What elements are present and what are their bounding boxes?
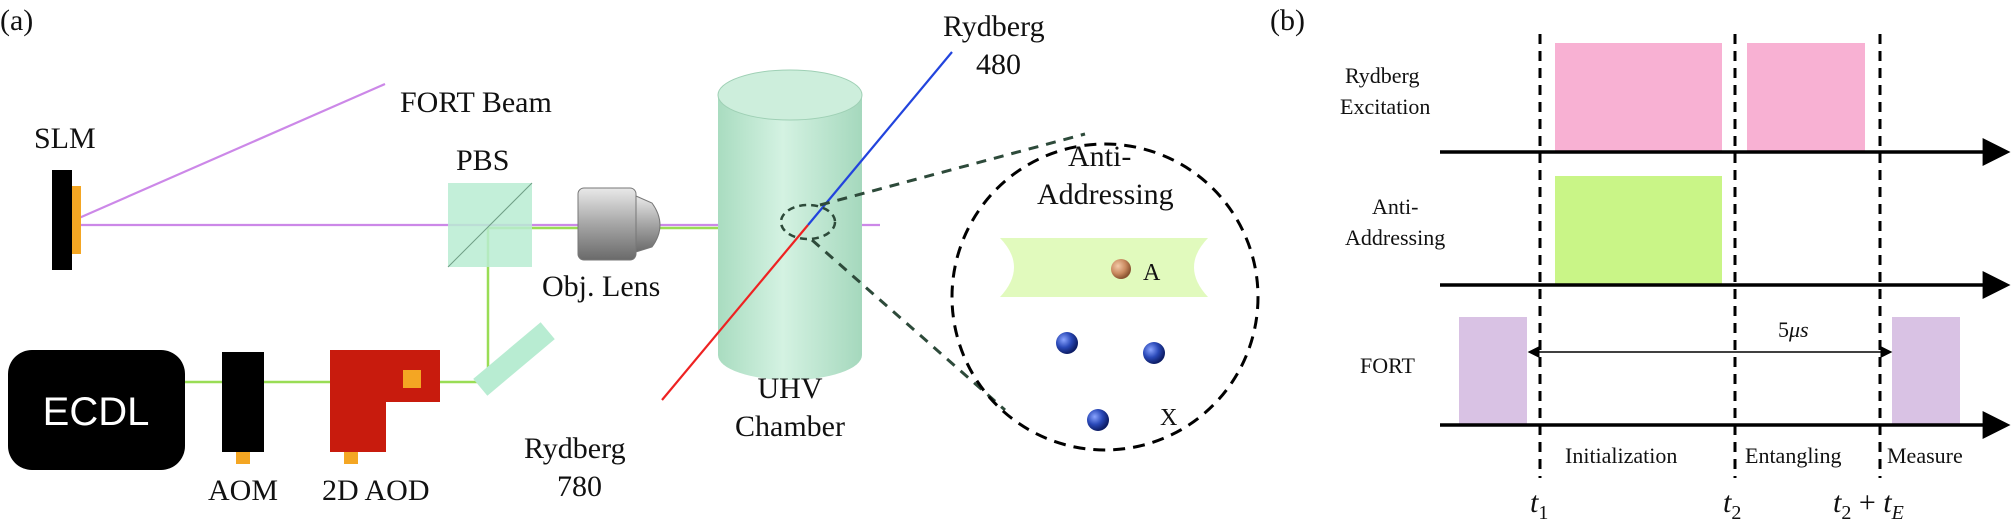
zoom-circle bbox=[950, 142, 1260, 452]
atom-x bbox=[1087, 409, 1109, 431]
row-anti-label-line1: Anti- bbox=[1372, 194, 1418, 219]
time-label-t2-plus-te: t2 + tE bbox=[1833, 486, 1904, 524]
slm-face bbox=[72, 186, 81, 254]
row-rydberg-label-line2: Excitation bbox=[1340, 94, 1430, 119]
obj-lens-label: Obj. Lens bbox=[542, 270, 660, 303]
aod-label: 2D AOD bbox=[322, 474, 430, 507]
pbs-diagonal bbox=[447, 182, 533, 268]
row-rydberg-label-line1: Rydberg bbox=[1345, 63, 1420, 88]
fort-beam-label: FORT Beam bbox=[400, 86, 552, 119]
atom-a bbox=[1111, 259, 1131, 279]
phase-entangling: Entangling bbox=[1745, 443, 1842, 468]
rydberg-480-beam bbox=[807, 51, 953, 226]
anti-addressing-label-line2: Addressing bbox=[1037, 178, 1174, 211]
rydberg-pulse-1 bbox=[1555, 43, 1722, 151]
objective-lens bbox=[577, 187, 661, 261]
uhv-label-line2: Chamber bbox=[735, 410, 845, 443]
time-label-t2: t2 bbox=[1723, 486, 1741, 524]
uhv-chamber bbox=[717, 69, 863, 380]
duration-label: 5μs bbox=[1778, 317, 1809, 342]
aom-label: AOM bbox=[208, 474, 278, 507]
atom-blue-1 bbox=[1056, 332, 1078, 354]
rydberg-780-label-line1: Rydberg bbox=[524, 432, 626, 465]
time-label-t1: t1 bbox=[1530, 486, 1548, 524]
zoom-line-lower bbox=[811, 238, 1006, 412]
aod-transducer-top bbox=[403, 370, 421, 388]
uhv-label-line1: UHV bbox=[758, 372, 823, 405]
phase-measure: Measure bbox=[1887, 443, 1963, 468]
aom-device bbox=[222, 352, 264, 452]
rydberg-480-label-line1: Rydberg bbox=[943, 10, 1045, 43]
aod-transducer-bottom bbox=[344, 452, 358, 464]
aod-device bbox=[330, 350, 440, 452]
pbs-label: PBS bbox=[456, 144, 509, 177]
anti-addressing-beam bbox=[1000, 238, 1208, 297]
ecdl-box bbox=[8, 350, 185, 470]
panel-a-label: (a) bbox=[0, 4, 33, 37]
phase-initialization: Initialization bbox=[1565, 443, 1677, 468]
fort-beam-diagonal bbox=[62, 82, 386, 227]
anti-addressing-pulse bbox=[1555, 176, 1722, 284]
rydberg-780-label-line2: 780 bbox=[557, 470, 602, 503]
fort-pulse-2 bbox=[1892, 317, 1960, 424]
mirror bbox=[473, 322, 555, 396]
slm-device bbox=[52, 170, 72, 270]
panel-b: (b) Rydberg Excitation Anti- Addressing … bbox=[1270, 4, 2011, 524]
zoom-line-upper bbox=[819, 132, 1086, 207]
slm-label: SLM bbox=[34, 122, 96, 155]
aom-transducer bbox=[236, 452, 250, 464]
row-anti-label-line2: Addressing bbox=[1345, 225, 1445, 250]
row-fort-label: FORT bbox=[1360, 353, 1415, 378]
atom-x-label: X bbox=[1160, 405, 1177, 431]
interaction-region bbox=[779, 203, 837, 241]
panel-b-label: (b) bbox=[1270, 4, 1305, 37]
atom-blue-2 bbox=[1143, 342, 1165, 364]
fort-pulse-1 bbox=[1459, 317, 1527, 424]
rydberg-480-label-line2: 480 bbox=[976, 48, 1021, 81]
ecdl-label: ECDL bbox=[43, 390, 150, 434]
rydberg-780-beam bbox=[661, 224, 809, 401]
panel-a: (a) SLM FORT Beam PBS Obj. Lens ECDL AOM bbox=[0, 4, 1260, 507]
anti-addressing-label-line1: Anti- bbox=[1068, 140, 1131, 173]
atom-a-label: A bbox=[1143, 260, 1161, 286]
rydberg-pulse-2 bbox=[1747, 43, 1865, 151]
